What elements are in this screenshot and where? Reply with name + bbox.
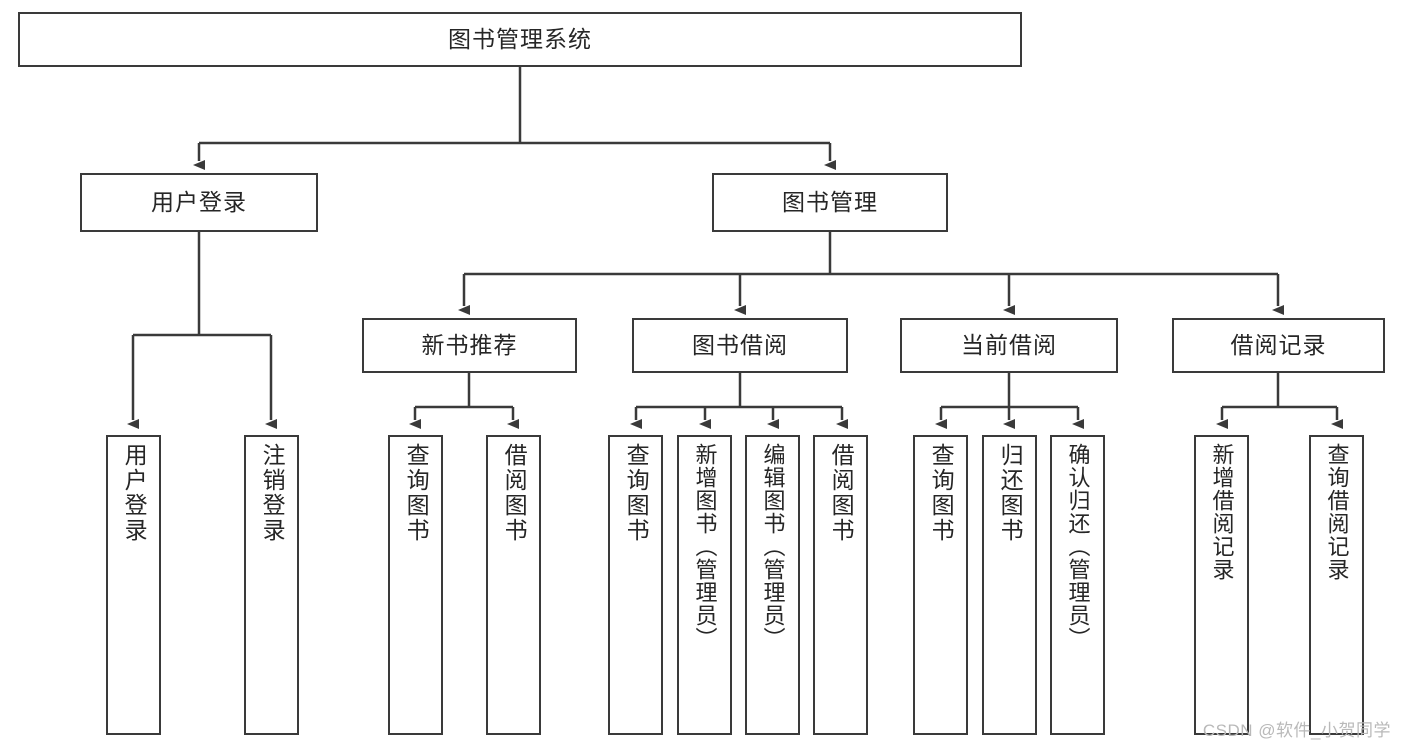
node-leaf-query-book-recommend[interactable]: 查询图书	[388, 435, 443, 735]
node-label: 查询图书	[623, 443, 650, 543]
node-leaf-confirm-return-admin[interactable]: 确认归还（管理员）	[1050, 435, 1105, 735]
node-label: 注销登录	[259, 443, 286, 543]
node-label: 图书管理	[782, 188, 878, 215]
node-label: 借阅图书	[501, 443, 528, 543]
node-label: 图书借阅	[692, 331, 788, 358]
node-book-management[interactable]: 图书管理	[712, 173, 948, 232]
node-leaf-edit-book-admin[interactable]: 编辑图书（管理员）	[745, 435, 800, 735]
node-borrow-record[interactable]: 借阅记录	[1172, 318, 1385, 373]
node-leaf-query-book-borrow[interactable]: 查询图书	[608, 435, 663, 735]
node-user-login[interactable]: 用户登录	[80, 173, 318, 232]
node-label: 借阅图书	[828, 443, 855, 543]
node-current-borrow[interactable]: 当前借阅	[900, 318, 1118, 373]
node-root-book-management-system[interactable]: 图书管理系统	[18, 12, 1022, 67]
node-new-book-recommend[interactable]: 新书推荐	[362, 318, 577, 373]
node-label: 新增图书（管理员）	[692, 443, 718, 650]
node-leaf-query-borrow-record[interactable]: 查询借阅记录	[1309, 435, 1364, 735]
watermark: CSDN @软件_小贺同学	[1202, 721, 1391, 740]
node-label: 用户登录	[151, 188, 247, 215]
node-leaf-user-login[interactable]: 用户登录	[106, 435, 161, 735]
node-label: 查询图书	[403, 443, 430, 543]
node-label: 编辑图书（管理员）	[760, 443, 786, 650]
node-leaf-logout[interactable]: 注销登录	[244, 435, 299, 735]
node-label: 新增借阅记录	[1209, 443, 1235, 581]
node-leaf-borrow-book[interactable]: 借阅图书	[813, 435, 868, 735]
node-label: 归还图书	[997, 443, 1024, 543]
node-label: 当前借阅	[961, 331, 1057, 358]
node-label: 查询借阅记录	[1324, 443, 1350, 581]
node-label: 新书推荐	[421, 331, 518, 358]
node-label: 图书管理系统	[448, 25, 592, 52]
node-leaf-borrow-book-recommend[interactable]: 借阅图书	[486, 435, 541, 735]
node-label: 查询图书	[928, 443, 955, 543]
node-label: 用户登录	[121, 443, 148, 543]
node-leaf-return-book[interactable]: 归还图书	[982, 435, 1037, 735]
node-book-borrow[interactable]: 图书借阅	[632, 318, 848, 373]
node-leaf-add-borrow-record[interactable]: 新增借阅记录	[1194, 435, 1249, 735]
node-leaf-query-book-current[interactable]: 查询图书	[913, 435, 968, 735]
node-leaf-add-book-admin[interactable]: 新增图书（管理员）	[677, 435, 732, 735]
node-label: 借阅记录	[1230, 331, 1327, 358]
node-label: 确认归还（管理员）	[1065, 443, 1091, 650]
